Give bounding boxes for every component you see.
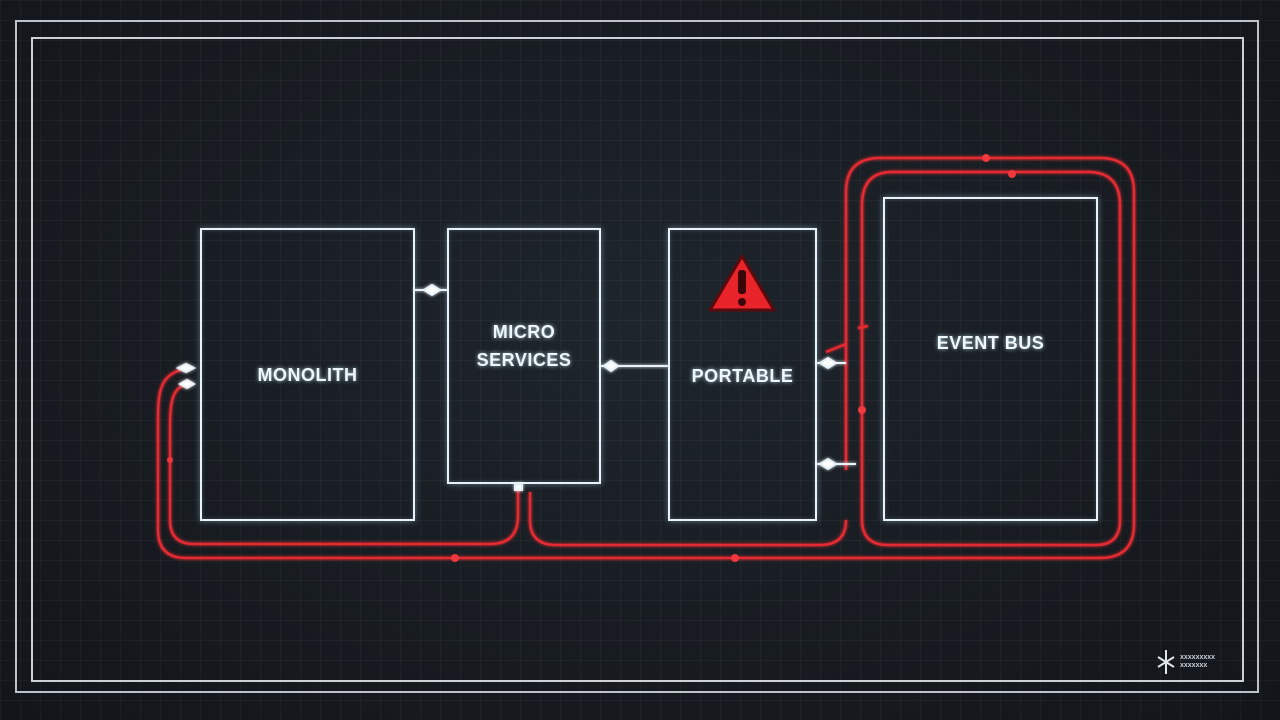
logo-line-2: xxxxxxx bbox=[1180, 662, 1208, 669]
portable-label: PORTABLE bbox=[691, 365, 794, 386]
brand-logo: xxxxxxxxx xxxxxxx bbox=[1155, 647, 1230, 677]
inner-frame bbox=[31, 37, 1244, 682]
warning-icon bbox=[708, 254, 776, 312]
outer-frame bbox=[15, 20, 1259, 693]
logo-icon bbox=[1157, 650, 1175, 674]
microservices-label: MICRO SERVICES bbox=[476, 322, 572, 370]
portable-block[interactable]: PORTABLE bbox=[668, 228, 817, 521]
monolith-label: MONOLITH bbox=[257, 364, 358, 385]
logo-line-1: xxxxxxxxx bbox=[1180, 654, 1216, 661]
microservices-block[interactable]: MICRO SERVICES bbox=[447, 228, 601, 484]
monolith-block[interactable]: MONOLITH bbox=[200, 228, 415, 521]
event-bus-block[interactable]: EVENT BUS bbox=[883, 197, 1098, 521]
event-bus-label: EVENT BUS bbox=[936, 333, 1045, 353]
